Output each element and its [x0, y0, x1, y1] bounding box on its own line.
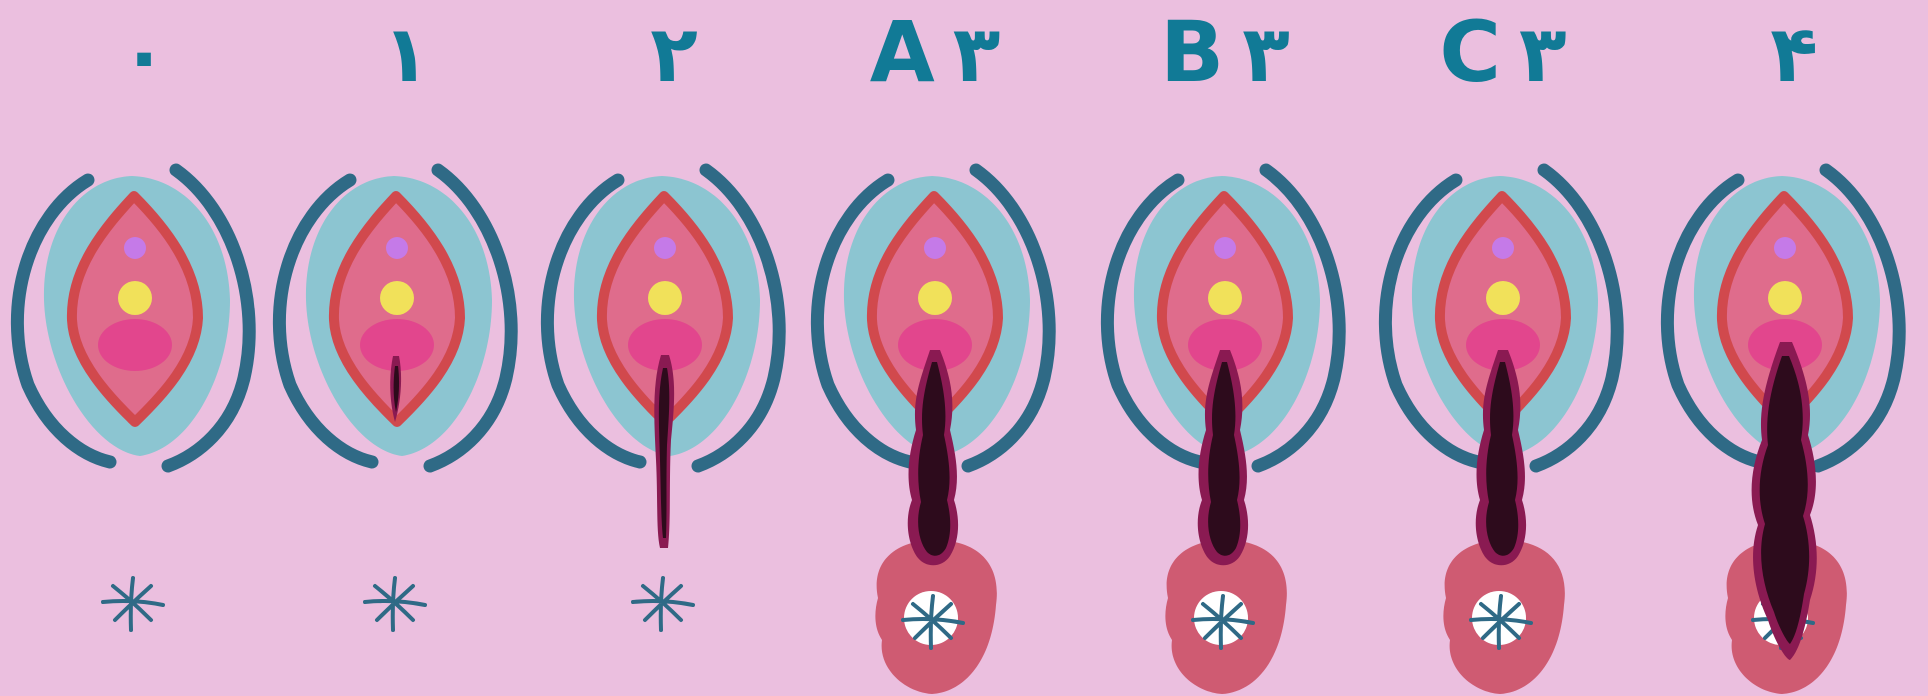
anatomy-figure: [530, 0, 800, 696]
urethra-dot: [648, 281, 682, 315]
clitoris-dot: [124, 237, 146, 259]
clitoris-dot: [924, 237, 946, 259]
clitoris-dot: [654, 237, 676, 259]
anatomy-figure: [262, 0, 532, 696]
anus-star: [633, 578, 693, 630]
anatomy-figure: [1650, 0, 1920, 696]
urethra-dot: [1208, 281, 1242, 315]
anatomy-figure: [1090, 0, 1360, 696]
stage-column-4: ۴: [1650, 0, 1920, 696]
anatomy-figure: [800, 0, 1070, 696]
anatomy-figure: [0, 0, 270, 696]
stage-column-0: ۰: [0, 0, 270, 696]
anus-star: [103, 578, 163, 630]
urethra-dot: [380, 281, 414, 315]
anus-star: [365, 578, 425, 630]
stage-column-2: ۲: [530, 0, 800, 696]
clitoris-dot: [1492, 237, 1514, 259]
anatomy-figure: [1368, 0, 1638, 696]
clitoris-dot: [1774, 237, 1796, 259]
urethra-dot: [1768, 281, 1802, 315]
clitoris-dot: [1214, 237, 1236, 259]
urethra-dot: [1486, 281, 1520, 315]
urethra-dot: [118, 281, 152, 315]
clitoris-dot: [386, 237, 408, 259]
vaginal-opening: [98, 319, 172, 371]
urethra-dot: [918, 281, 952, 315]
stage-column-1: ۱: [262, 0, 532, 696]
